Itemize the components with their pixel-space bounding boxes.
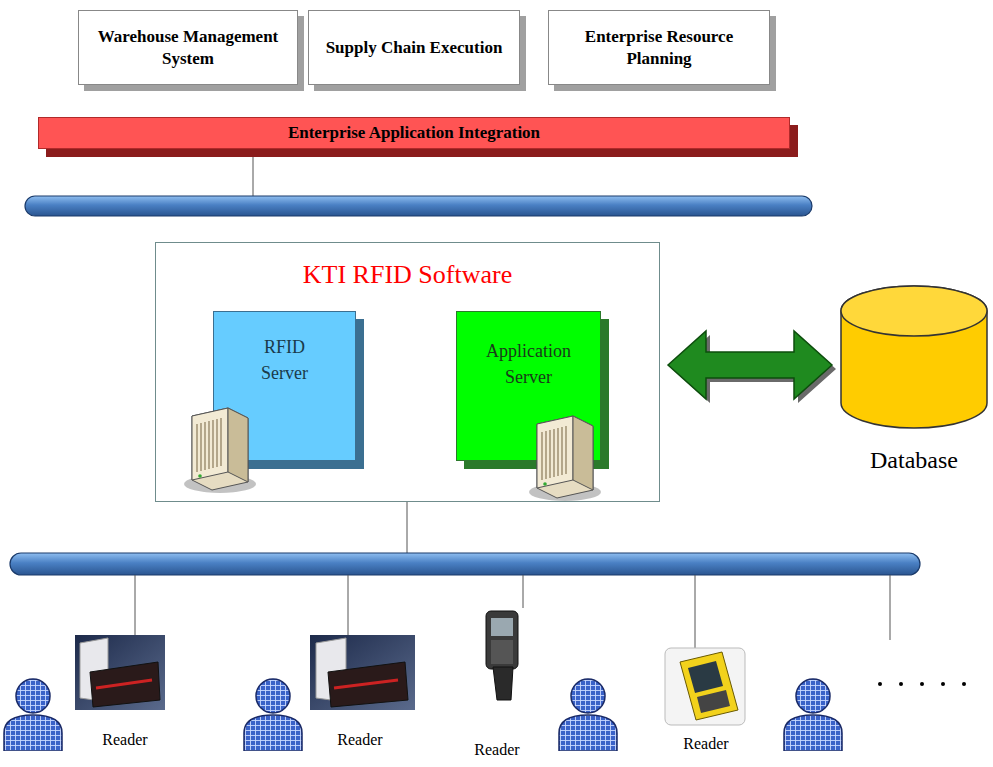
network-pipe	[25, 196, 812, 216]
node-text: Enterprise Application Integration	[288, 122, 540, 143]
rfid-server-box: RFID Server	[213, 311, 356, 461]
bus-wire	[523, 575, 524, 608]
application-box: Supply Chain Execution	[308, 10, 520, 85]
software-container: KTI RFID SoftwareRFID Server Application …	[155, 242, 660, 502]
double-arrow-connector	[668, 331, 836, 403]
bus-wire	[135, 575, 136, 635]
bus-wire	[348, 575, 349, 635]
arrow-body	[668, 331, 832, 399]
node-text: Application Server	[477, 312, 581, 390]
node-text: Enterprise Resource Planning	[555, 26, 763, 69]
server-icon	[182, 398, 258, 494]
node-text: RFID Server	[255, 312, 315, 386]
bus-wire	[695, 575, 696, 648]
user-icon	[4, 679, 62, 751]
reader-label: Reader	[683, 734, 728, 753]
server-icon	[527, 406, 603, 502]
handheld-reader-image	[665, 648, 745, 725]
node-text: Database	[840, 445, 988, 475]
user-icon	[784, 679, 842, 751]
reader-label: Reader	[337, 730, 382, 749]
user-icon	[244, 679, 302, 751]
handheld-reader-image	[486, 611, 518, 700]
icon-holder	[527, 406, 603, 502]
database-node: Database	[840, 285, 988, 481]
node-text: Warehouse Management System	[85, 26, 291, 69]
user-icon	[559, 679, 617, 751]
bus-wire	[253, 155, 254, 197]
fixed-reader-image	[310, 635, 415, 710]
icon-holder	[182, 398, 258, 494]
bus-wire	[890, 575, 891, 640]
database-cylinder	[840, 285, 988, 430]
container-title: KTI RFID Software	[156, 243, 659, 292]
application-box: Warehouse Management System	[78, 10, 298, 85]
reader-label: Reader	[474, 740, 519, 759]
icon-holder	[840, 285, 988, 430]
bus-wire	[407, 502, 408, 554]
application-server-box: Application Server	[456, 311, 601, 461]
reader-label: Reader	[102, 730, 147, 749]
ellipsis-dots	[878, 682, 966, 686]
integration-band: Enterprise Application Integration	[38, 117, 790, 149]
node-text: Supply Chain Execution	[326, 37, 503, 58]
fixed-reader-image	[75, 635, 165, 710]
application-box: Enterprise Resource Planning	[548, 10, 770, 85]
network-pipe	[10, 553, 920, 575]
